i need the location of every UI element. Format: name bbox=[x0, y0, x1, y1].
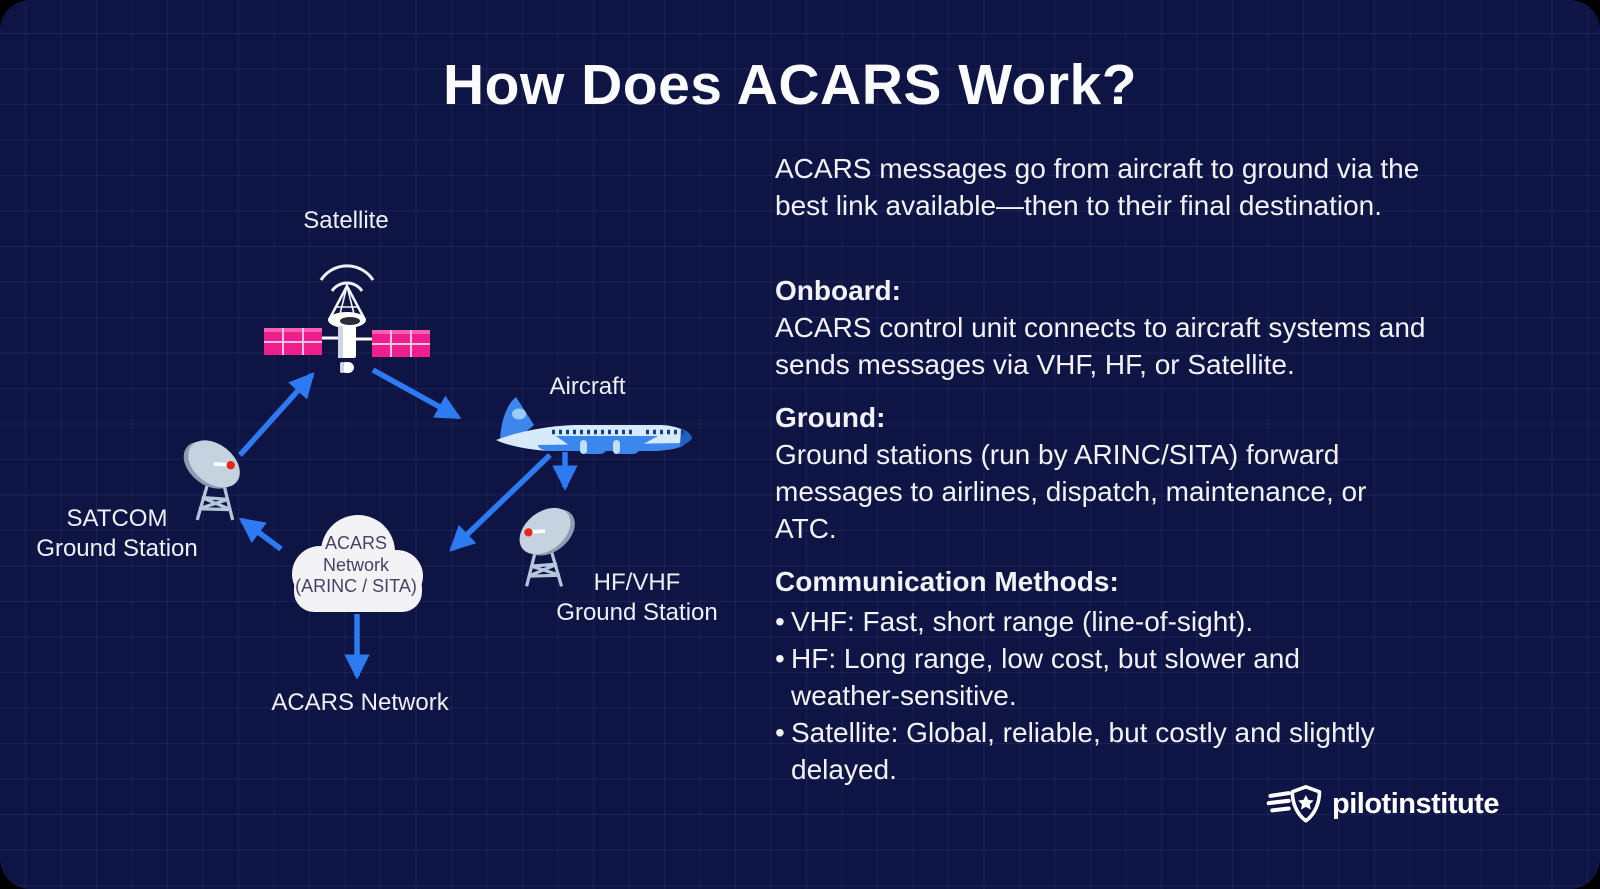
page-title: How Does ACARS Work? bbox=[442, 53, 1138, 117]
satcom-dish-icon bbox=[183, 440, 240, 521]
ground-body: Ground stations (run by ARINC/SITA) forw… bbox=[775, 439, 1367, 544]
method-item-satellite: Satellite: Global, reliable, but costly … bbox=[775, 714, 1545, 788]
methods-list: VHF: Fast, short range (line-of-sight). … bbox=[775, 603, 1545, 788]
satcom-label: SATCOM Ground Station bbox=[36, 505, 198, 562]
intro-paragraph: ACARS messages go from aircraft to groun… bbox=[775, 153, 1420, 221]
onboard-heading: Onboard: bbox=[775, 275, 901, 306]
arrow-satcom-to-satellite bbox=[237, 372, 315, 457]
ground-heading: Ground: bbox=[775, 402, 886, 433]
acars-cloud-label: ACARS Network (ARINC / SITA) bbox=[295, 533, 417, 596]
acars-network-label: ACARS Network bbox=[271, 689, 449, 716]
method-item-hf: HF: Long range, low cost, but slower and… bbox=[775, 640, 1545, 714]
satellite-icon bbox=[264, 264, 430, 373]
brand-name: pilotinstitute bbox=[1332, 787, 1499, 820]
pilot-institute-shield-icon bbox=[1266, 784, 1322, 823]
acars-cloud-icon bbox=[292, 515, 423, 612]
methods-heading: Communication Methods: bbox=[775, 566, 1119, 597]
brand-logo: pilotinstitute bbox=[1266, 782, 1499, 826]
arrow-satellite-to-aircraft bbox=[371, 367, 462, 420]
hfvhf-label: HF/VHF Ground Station bbox=[556, 569, 718, 626]
content-column: ACARS messages go from aircraft to groun… bbox=[775, 150, 1545, 788]
solar-panel-right bbox=[372, 330, 430, 357]
onboard-body: ACARS control unit connects to aircraft … bbox=[775, 312, 1426, 380]
solar-panel-left bbox=[264, 328, 322, 355]
hfvhf-dish-icon bbox=[519, 507, 575, 587]
aircraft-label: Aircraft bbox=[549, 373, 626, 400]
method-item-vhf: VHF: Fast, short range (line-of-sight). bbox=[775, 603, 1545, 640]
satellite-label: Satellite bbox=[303, 207, 389, 234]
arrow-cloud-to-satcom bbox=[238, 517, 283, 552]
aircraft-icon bbox=[496, 397, 692, 454]
arrow-aircraft-to-cloud bbox=[449, 453, 552, 552]
